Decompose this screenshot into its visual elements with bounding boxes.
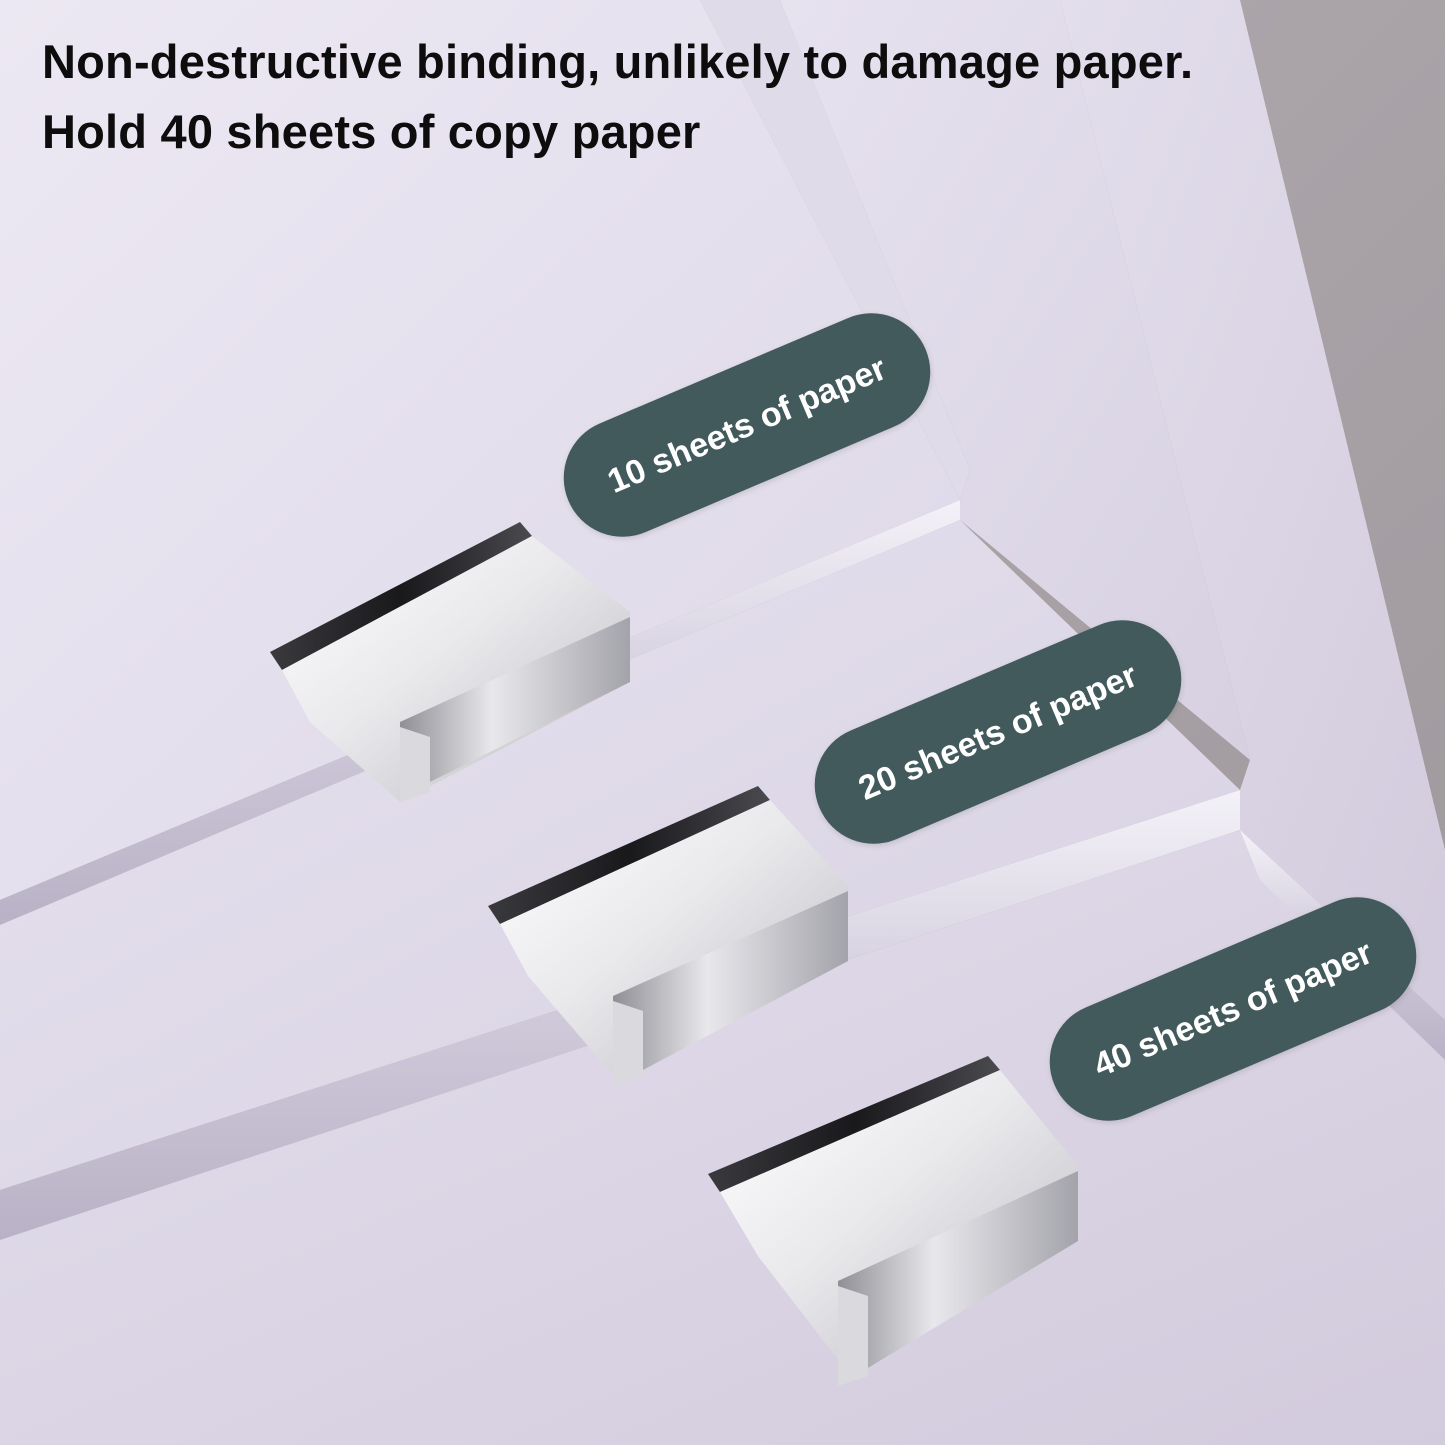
- binder-clip-20: [488, 786, 848, 1086]
- paper-stack-back-top: [0, 0, 960, 900]
- binder-clip-10: [270, 522, 630, 802]
- headline-line-1: Non-destructive binding, unlikely to dam…: [42, 35, 1194, 88]
- paper-stack-front-side: [1060, 0, 1445, 1020]
- headline-line-2: Hold 40 sheets of copy paper: [42, 105, 701, 158]
- paper-stack-front-top: [0, 830, 1445, 1445]
- paper-stack-middle-side: [780, 0, 1250, 760]
- binder-clip-40: [708, 1056, 1078, 1386]
